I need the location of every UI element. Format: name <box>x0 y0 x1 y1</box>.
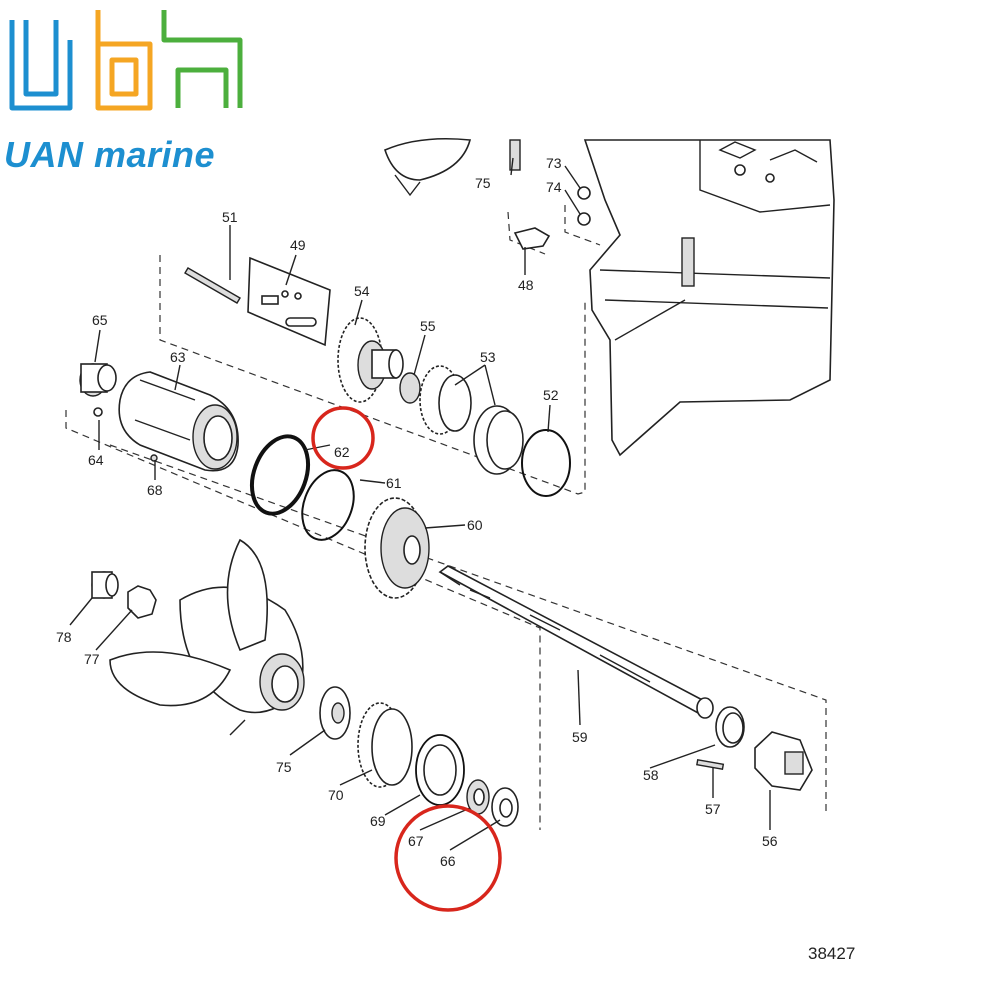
callout-54: 54 <box>354 283 370 299</box>
callout-78: 78 <box>56 629 72 645</box>
highlight-circle-62 <box>311 406 375 470</box>
propeller-shaft <box>438 565 714 719</box>
callout-68: 68 <box>147 482 163 498</box>
callout-77: 77 <box>84 651 100 667</box>
callout-56: 56 <box>762 833 778 849</box>
forward-gear <box>364 497 430 599</box>
gearcase-housing <box>583 139 835 457</box>
upper-drive-gear-stack <box>337 317 571 497</box>
leader-lines <box>69 157 771 851</box>
callout-67: 67 <box>408 833 424 849</box>
brand-logo <box>9 10 243 111</box>
callout-49: 49 <box>290 237 306 253</box>
callout-64: 64 <box>88 452 104 468</box>
ring-61 <box>301 469 355 541</box>
prop-nut-and-tab-washer <box>91 571 157 619</box>
callout-60: 60 <box>467 517 483 533</box>
callout-51: 51 <box>222 209 238 225</box>
callout-59: 59 <box>572 729 588 745</box>
callout-65: 65 <box>92 312 108 328</box>
clutch-parts <box>696 706 813 791</box>
propeller <box>109 538 305 736</box>
bearing-carrier <box>79 363 239 472</box>
callout-70: 70 <box>328 787 344 803</box>
callout-61: 61 <box>386 475 402 491</box>
callout-labels: 51 49 75 73 74 48 54 55 53 52 65 63 62 6… <box>56 155 778 869</box>
lower-bearing-stack <box>319 686 519 827</box>
callout-55: 55 <box>420 318 436 334</box>
callout-52: 52 <box>543 387 559 403</box>
callout-63: 63 <box>170 349 186 365</box>
callout-66: 66 <box>440 853 456 869</box>
callout-73: 73 <box>546 155 562 171</box>
pin-and-shims <box>184 256 331 347</box>
callout-57: 57 <box>705 801 721 817</box>
callout-53: 53 <box>480 349 496 365</box>
callout-75-top: 75 <box>475 175 491 191</box>
callout-74: 74 <box>546 179 562 195</box>
callout-75-bottom: 75 <box>276 759 292 775</box>
logo-mark <box>9 10 243 111</box>
callout-69: 69 <box>370 813 386 829</box>
group-outlines <box>65 205 827 830</box>
o-ring-62 <box>249 434 311 516</box>
callout-62: 62 <box>334 444 350 460</box>
highlight-circle-66 <box>394 804 502 912</box>
top-fragments <box>384 137 591 250</box>
callout-48: 48 <box>518 277 534 293</box>
brand-name: UAN marine <box>4 134 216 175</box>
callout-58: 58 <box>643 767 659 783</box>
figure-number: 38427 <box>808 944 856 963</box>
